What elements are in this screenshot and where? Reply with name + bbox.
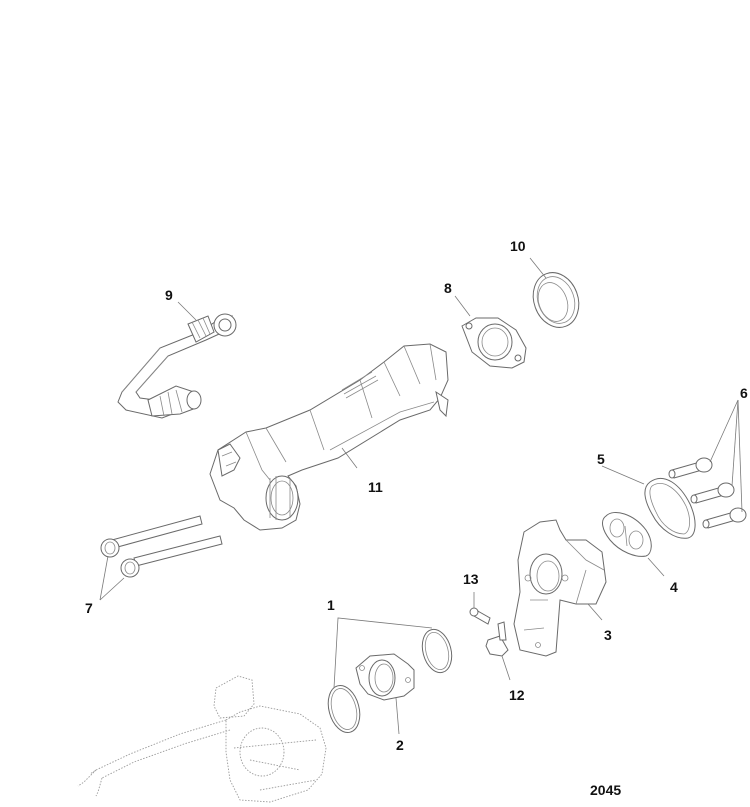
silencer-part-11 xyxy=(209,343,449,531)
bolts-part-6 xyxy=(668,457,747,529)
callout-9: 9 xyxy=(165,287,173,303)
callout-7: 7 xyxy=(85,600,93,616)
callout-2: 2 xyxy=(396,737,404,753)
figure-number: 2045 xyxy=(590,782,621,798)
bolts-part-7 xyxy=(100,515,223,578)
callout-12: 12 xyxy=(509,687,525,703)
callout-6: 6 xyxy=(740,385,748,401)
gasket-part-4 xyxy=(602,512,652,557)
callout-labels: 1 2 3 4 5 6 7 8 9 10 11 12 13 xyxy=(85,238,748,753)
adapter-part-2 xyxy=(355,653,415,701)
callout-5: 5 xyxy=(597,451,605,467)
o-ring-part-1 xyxy=(327,628,453,734)
callout-3: 3 xyxy=(604,627,612,643)
callout-11: 11 xyxy=(368,479,383,495)
carburetor-phantom xyxy=(77,675,327,803)
callout-1: 1 xyxy=(327,597,335,613)
callout-10: 10 xyxy=(510,238,526,254)
screw-part-13 xyxy=(469,607,491,625)
callout-8: 8 xyxy=(444,280,452,296)
hose-part-9 xyxy=(117,313,237,419)
flange-plate-part-8 xyxy=(461,317,527,369)
seal-ring-part-10 xyxy=(532,272,580,328)
gasket-part-5 xyxy=(644,477,696,539)
leader-lines xyxy=(99,257,743,735)
housing-part-3 xyxy=(513,519,607,657)
callout-13: 13 xyxy=(463,571,479,587)
clip-part-12 xyxy=(485,621,509,657)
callout-4: 4 xyxy=(670,579,678,595)
